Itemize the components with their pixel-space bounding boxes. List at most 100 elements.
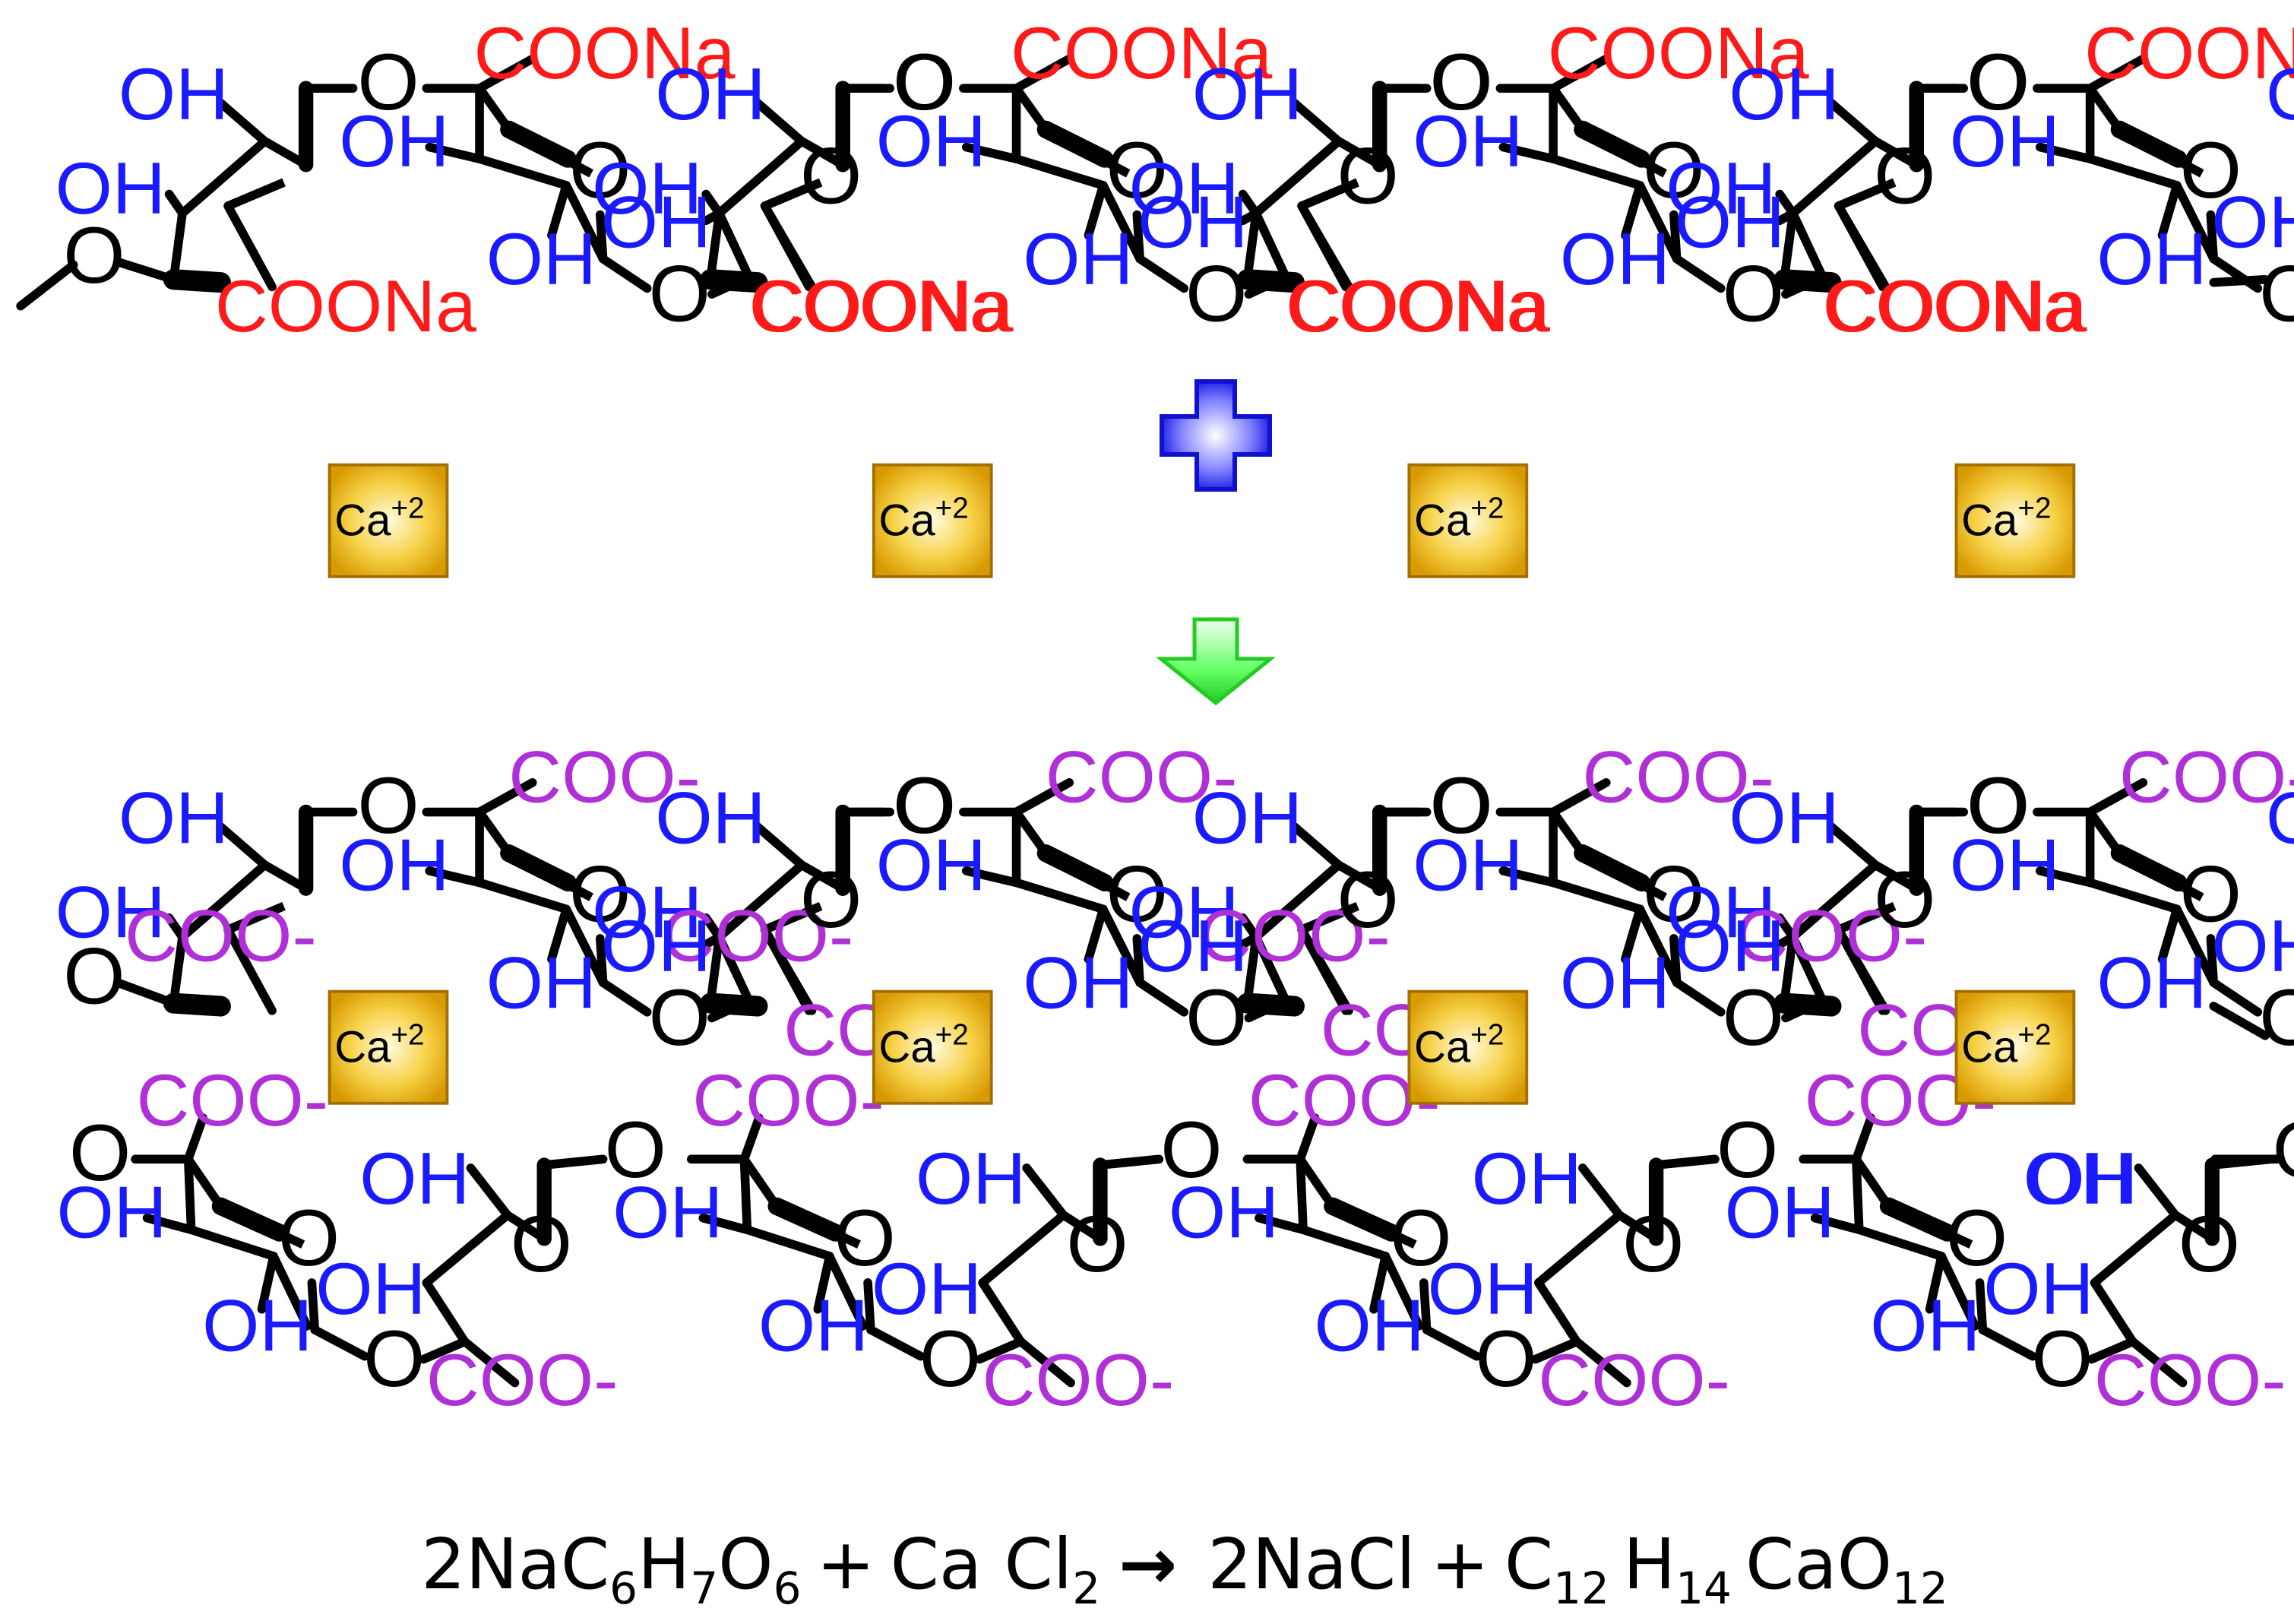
oxygen-label: O xyxy=(2273,1106,2294,1195)
ring-bond xyxy=(184,1157,305,1249)
oxygen-label: O xyxy=(894,38,956,127)
hydroxyl-label: OH xyxy=(315,1247,426,1330)
bond-line xyxy=(425,866,484,888)
eq-product2-o-sub: 12 xyxy=(1892,1562,1948,1614)
calcium-box-shape xyxy=(327,463,449,578)
hydroxyl-label: OH xyxy=(876,823,986,906)
bond-line xyxy=(2087,1337,2137,1364)
ring-bond xyxy=(1788,860,1919,1005)
bond-line xyxy=(2157,181,2182,240)
bond-line xyxy=(183,1113,207,1164)
bond-line xyxy=(2128,1337,2188,1388)
bond-line xyxy=(1022,1163,1068,1220)
hydroxyl-label: OH xyxy=(1192,52,1302,135)
hydroxyl-label: OH xyxy=(1315,1284,1425,1366)
oxygen-label: O xyxy=(1968,38,2030,127)
oxygen-label: O xyxy=(511,1200,572,1289)
bond-line xyxy=(598,254,652,293)
eq-reactant1-o-sub: 6 xyxy=(774,1562,802,1614)
bond-line xyxy=(1084,181,1108,240)
sodium-carboxylate-label: COONa xyxy=(1825,264,2087,347)
hydroxyl-label: OH xyxy=(1192,777,1302,859)
sodium-carboxylate-label: COONa xyxy=(2084,11,2294,94)
hydroxyl-label: OH xyxy=(916,1137,1026,1220)
bond-line xyxy=(1498,866,1558,888)
ring-bond xyxy=(2086,85,2204,178)
ring-bond xyxy=(1549,85,1667,178)
carboxylate-ion-label: COO- xyxy=(692,1059,884,1141)
eq-reactant1: NaC xyxy=(466,1524,609,1605)
calcium-box-shape xyxy=(1407,989,1529,1105)
bond-line xyxy=(216,98,270,146)
ring-bond xyxy=(1549,809,1667,901)
hydroxyl-label: OH xyxy=(1950,100,2060,182)
bond-line xyxy=(257,1252,278,1314)
hydroxyl-label: OH xyxy=(1428,1247,1538,1330)
oxygen-label: O xyxy=(649,973,710,1062)
oxygen-label: O xyxy=(894,761,956,850)
calcium-charge: +2 xyxy=(1470,492,1504,524)
hydroxyl-label: OH xyxy=(1138,904,1248,987)
hydroxyl-label: OH xyxy=(592,870,702,953)
bond-line xyxy=(1135,254,1189,293)
sodium-carboxylate-label: COONa xyxy=(1548,11,1809,94)
bond-line xyxy=(223,925,277,1015)
oxygen-label: O xyxy=(800,132,862,221)
bond-line xyxy=(216,822,270,869)
bond-line xyxy=(1672,978,1726,1017)
ring-bond xyxy=(714,137,846,282)
hydroxyl-label: OH xyxy=(655,52,765,135)
ring-bond xyxy=(1251,137,1382,282)
oxygen-label: O xyxy=(893,38,954,127)
bond-line xyxy=(1084,904,1108,964)
eq-plus-1: + xyxy=(817,1524,875,1605)
carboxylate-ion-label: COO- xyxy=(2094,1338,2286,1421)
hydroxyl-label: OH xyxy=(55,147,166,230)
oxygen-label: O xyxy=(800,856,862,945)
eq-reactant1-c-sub: 6 xyxy=(609,1562,638,1614)
hydroxyl-label: OH xyxy=(758,1284,869,1366)
wedge-bond xyxy=(163,992,231,1017)
bond-line xyxy=(475,777,537,817)
oxygen-label: O xyxy=(69,1109,131,1198)
hydroxyl-label: OH xyxy=(2096,217,2207,300)
oxygen-label: O xyxy=(63,211,125,300)
bond-line xyxy=(2134,1163,2180,1220)
wedge-bond xyxy=(1773,992,1842,1017)
carboxylate-ion-label: COO- xyxy=(1046,735,1238,818)
chain-end-bond xyxy=(2209,1002,2270,1040)
oxygen-label: O xyxy=(1430,761,1492,850)
ring-bond xyxy=(475,88,607,261)
ring-bond xyxy=(2085,88,2218,261)
ring-bond xyxy=(422,1211,547,1344)
oxygen-label: O xyxy=(1476,1315,1537,1404)
hydroxyl-label: OH xyxy=(1560,941,1670,1024)
eq-reactant2: Ca Cl xyxy=(891,1524,1073,1605)
bond-line xyxy=(1975,1278,1988,1334)
ring-bond xyxy=(1549,88,1681,261)
hydroxyl-label: OH xyxy=(601,904,711,987)
hydroxyl-label: OH xyxy=(1169,1170,1279,1253)
calcium-ion-group: Ca+2 xyxy=(327,463,449,578)
oxygen-label: O xyxy=(1337,132,1399,221)
hydroxyl-label: OH xyxy=(1129,870,1239,953)
bond-line xyxy=(866,1325,926,1361)
calcium-charge: +2 xyxy=(1470,1018,1504,1051)
bond-line xyxy=(863,1278,875,1334)
hydroxyl-label: OH xyxy=(1192,52,1302,135)
bond-line xyxy=(760,201,817,292)
ring-bond xyxy=(1011,88,1144,261)
eq-reactant2-sub: 2 xyxy=(1072,1562,1100,1614)
hydroxyl-label: OH xyxy=(655,777,765,859)
bond-line xyxy=(698,1213,752,1235)
hydroxyl-label: OH xyxy=(612,1170,723,1253)
bond-line xyxy=(223,201,277,292)
eq-reactant1-coef: 2 xyxy=(421,1524,466,1605)
ring-bond xyxy=(1549,812,1681,985)
hydroxyl-label: OH xyxy=(2027,1137,2137,1220)
chain-end-bond xyxy=(2209,274,2270,287)
oxygen-label: O xyxy=(1643,850,1704,939)
bond-line xyxy=(1578,1163,1625,1220)
bond-line xyxy=(419,1337,470,1364)
bond-line xyxy=(1810,1213,1864,1235)
